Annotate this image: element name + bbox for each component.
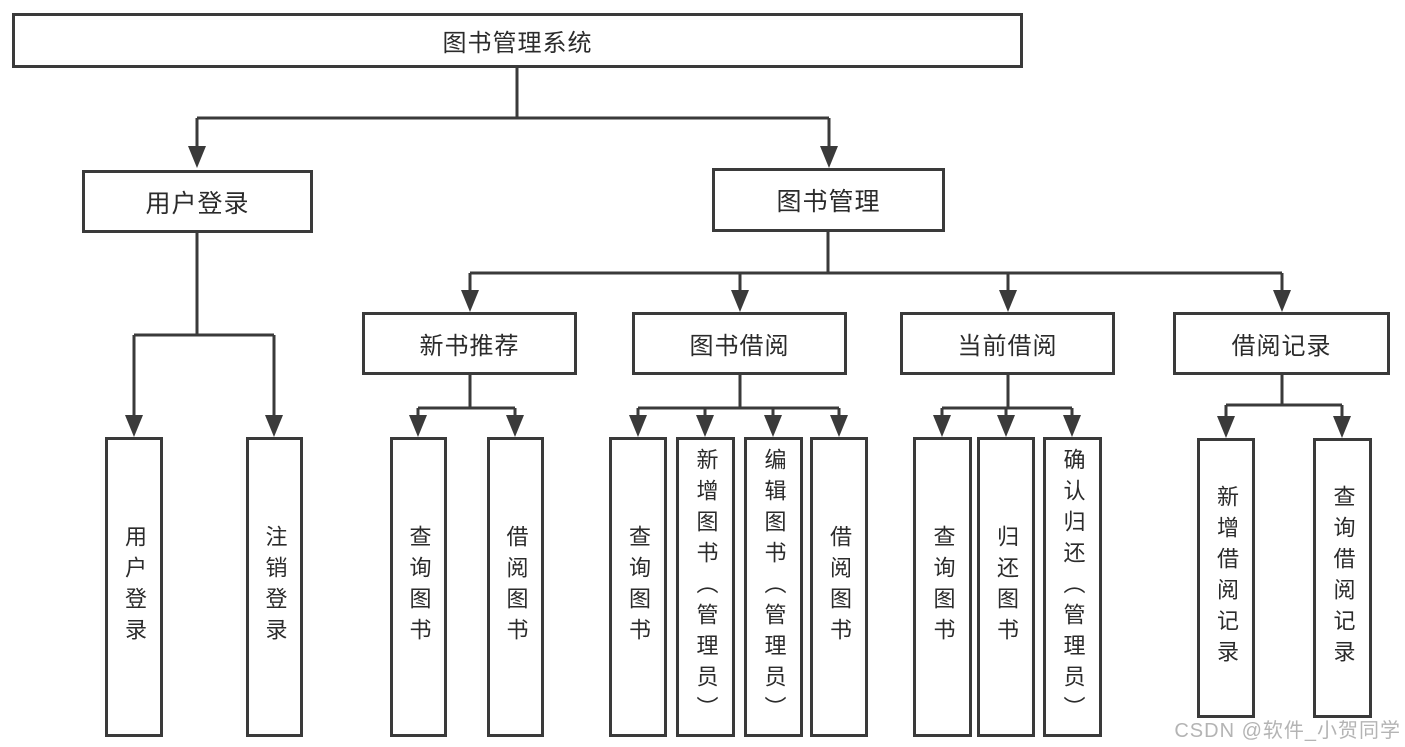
node-library-management-system: 图书管理系统: [12, 13, 1023, 68]
node-label: 借阅记录: [1231, 333, 1332, 360]
leaf-label: 新增图书（管理员）: [693, 447, 719, 727]
leaf-add-borrow-record: 新增借阅记录: [1197, 438, 1255, 718]
connector-recommend-to-leaves: [416, 375, 517, 420]
node-current-borrowing: 当前借阅: [900, 312, 1115, 375]
connector-borrow-to-leaves: [636, 375, 841, 420]
node-label: 图书管理: [776, 188, 881, 216]
node-label: 当前借阅: [957, 333, 1058, 360]
leaf-label: 确认归还（管理员）: [1060, 447, 1086, 727]
leaf-confirm-return-admin: 确认归还（管理员）: [1043, 437, 1102, 737]
leaf-label: 新增借阅记录: [1214, 485, 1239, 671]
connector-userlogin-to-leaves: [132, 233, 276, 418]
leaf-label: 查询图书: [930, 525, 956, 649]
csdn-watermark: CSDN @软件_小贺同学: [1174, 720, 1401, 742]
leaf-label: 查询借阅记录: [1330, 485, 1356, 671]
leaf-query-borrow-record: 查询借阅记录: [1313, 438, 1372, 718]
connector-root-to-level2: [195, 68, 831, 150]
node-label: 图书借阅: [689, 333, 790, 360]
leaf-label: 查询图书: [626, 525, 651, 649]
leaf-borrow-books: 借阅图书: [810, 437, 868, 737]
leaf-return-books: 归还图书: [977, 437, 1035, 737]
node-label: 用户登录: [145, 189, 250, 218]
node-book-borrowing: 图书借阅: [632, 312, 847, 375]
connector-records-to-leaves: [1224, 375, 1344, 420]
connector-bookmgmt-to-level3: [468, 232, 1284, 293]
node-book-management: 图书管理: [712, 168, 945, 232]
leaf-label: 借阅图书: [503, 525, 529, 649]
leaf-label: 注销登录: [262, 525, 288, 649]
leaf-query-books-borrow: 查询图书: [609, 437, 667, 737]
leaf-label: 用户登录: [122, 525, 147, 649]
connector-current-to-leaves: [940, 375, 1074, 420]
node-borrowing-records: 借阅记录: [1173, 312, 1390, 375]
leaf-label: 查询图书: [406, 525, 432, 649]
leaf-borrow-books-recommend: 借阅图书: [487, 437, 544, 737]
leaf-label: 归还图书: [994, 525, 1019, 649]
leaf-add-book-admin: 新增图书（管理员）: [676, 437, 735, 737]
node-label: 图书管理系统: [442, 30, 593, 57]
leaf-label: 借阅图书: [827, 525, 852, 649]
node-user-login-branch: 用户登录: [82, 170, 313, 233]
leaf-query-books-current: 查询图书: [913, 437, 972, 737]
leaf-label: 编辑图书（管理员）: [761, 447, 787, 727]
leaf-query-books-recommend: 查询图书: [390, 437, 447, 737]
leaf-edit-book-admin: 编辑图书（管理员）: [744, 437, 803, 737]
node-label: 新书推荐: [419, 333, 520, 360]
leaf-user-login: 用户登录: [105, 437, 163, 737]
node-new-book-recommendation: 新书推荐: [362, 312, 577, 375]
leaf-logout: 注销登录: [246, 437, 303, 737]
